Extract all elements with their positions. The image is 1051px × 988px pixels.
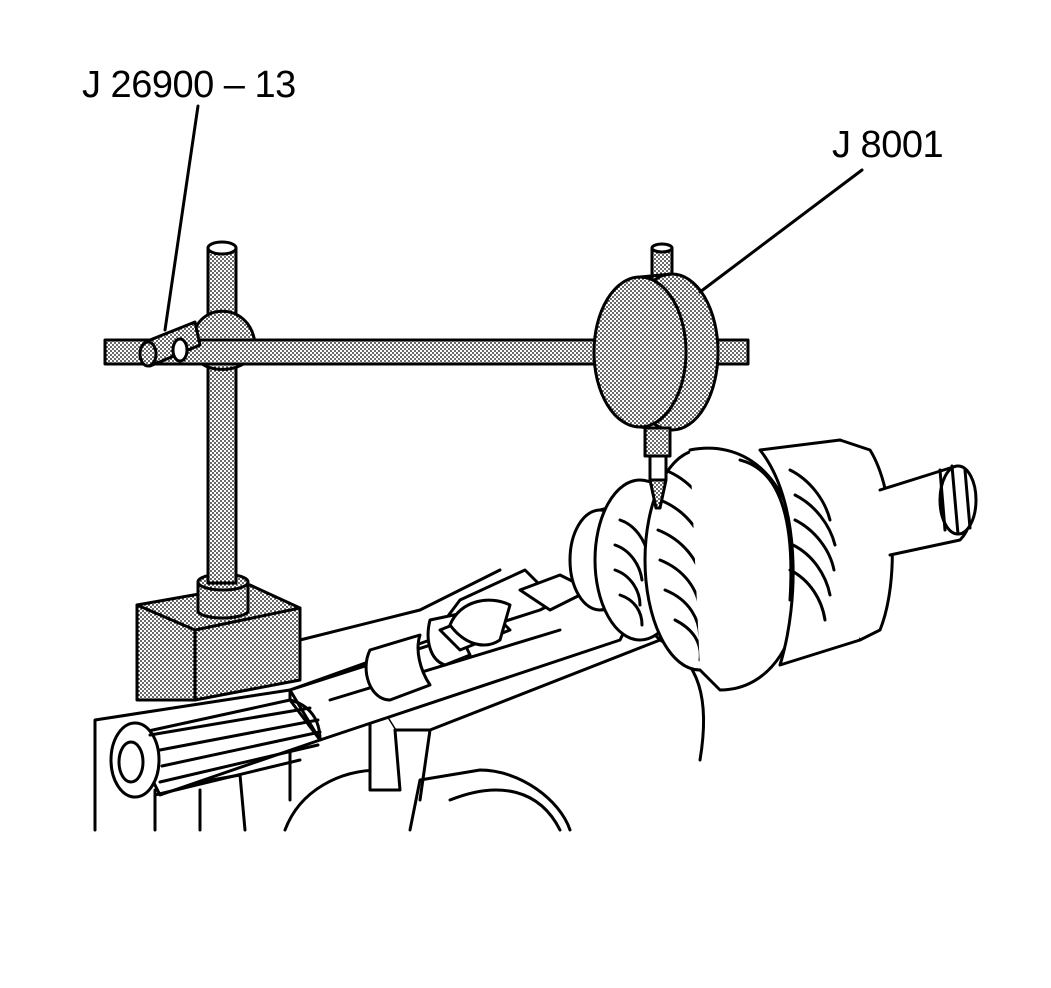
- dial-indicator: [592, 242, 720, 510]
- gear-cluster: [568, 438, 978, 692]
- leader-line-dial-indicator: [698, 168, 864, 294]
- mainshaft: [288, 573, 642, 742]
- horizontal-arm: [103, 338, 750, 366]
- label-dial-indicator-tool: J 8001: [832, 124, 944, 166]
- input-spline: [109, 698, 322, 799]
- vertical-post: [206, 240, 238, 585]
- leader-line-magnetic-base: [163, 104, 200, 332]
- magnetic-base: [135, 583, 302, 702]
- lock-knob: [138, 320, 202, 368]
- label-magnetic-base-tool: J 26900 – 13: [82, 64, 296, 106]
